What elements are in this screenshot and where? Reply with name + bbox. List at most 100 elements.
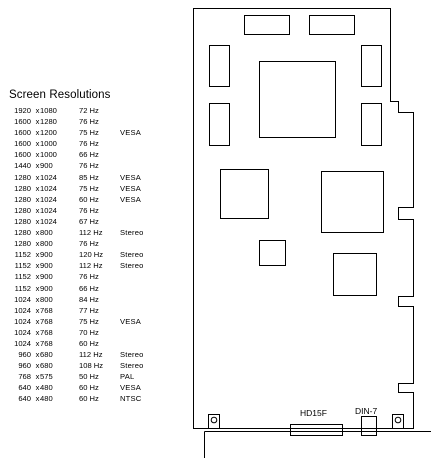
resolution-width: 1280: [14, 194, 31, 204]
resolution-height: 1280: [40, 117, 57, 127]
resolution-width: 640: [18, 394, 31, 404]
resolution-width: 1024: [14, 316, 31, 326]
refresh-rate: 76 Hz: [79, 205, 99, 215]
resolution-separator: x: [35, 117, 40, 127]
resolution-separator: x: [35, 106, 40, 115]
resolution-height: 680: [40, 350, 53, 360]
resolution-height: 900: [40, 283, 53, 293]
hd15f-label: HD15F: [300, 408, 327, 418]
resolution-width: 1600: [14, 139, 31, 149]
resolution-separator: x: [35, 228, 40, 238]
refresh-rate: 85 Hz: [79, 172, 99, 182]
video-mode: VESA: [120, 194, 142, 204]
resolution-width: 1024: [14, 338, 31, 348]
bracket-line: [204, 431, 431, 458]
refresh-rate: 84 Hz: [79, 294, 99, 304]
screw-hole-right-circle: [394, 416, 402, 424]
refresh-rate: 66 Hz: [79, 283, 99, 293]
video-mode: NTSC: [120, 394, 142, 404]
resolution-width: 1920: [14, 106, 31, 115]
resolution-height: 768: [40, 327, 53, 337]
resolution-width: 768: [18, 372, 31, 382]
resolution-height: 800: [40, 239, 53, 249]
resolution-height: 768: [40, 316, 53, 326]
refresh-rate: 75 Hz: [79, 183, 99, 193]
resolution-separator: x: [35, 338, 40, 348]
resolution-width: 1152: [14, 272, 31, 282]
resolution-height: 800: [40, 228, 53, 238]
resolution-separator: x: [35, 283, 40, 293]
hd15f-connector: [290, 424, 343, 436]
resolution-height: 1024: [40, 172, 57, 182]
refresh-rate: 77 Hz: [79, 305, 99, 315]
resolution-separator: x: [35, 172, 40, 182]
video-mode: VESA: [120, 128, 142, 138]
resolution-separator: x: [35, 161, 40, 171]
refresh-rate: 60 Hz: [79, 194, 99, 204]
resolution-height: 900: [40, 250, 53, 260]
resolution-width: 1280: [14, 205, 31, 215]
resolution-height: 480: [40, 383, 53, 393]
card-outline: [193, 8, 414, 429]
refresh-rate: 66 Hz: [79, 150, 99, 160]
resolution-separator: x: [35, 316, 40, 326]
resolution-separator: x: [35, 205, 40, 215]
resolution-height: 900: [40, 261, 53, 271]
resolution-width: 640: [18, 383, 31, 393]
refresh-rate: 67 Hz: [79, 216, 99, 226]
main-processor-chip: [259, 61, 336, 138]
resolution-height: 900: [40, 161, 53, 171]
resolution-height: 1024: [40, 194, 57, 204]
resolution-width: 1600: [14, 150, 31, 160]
refresh-rate: 70 Hz: [79, 327, 99, 337]
video-mode: Stereo: [120, 261, 144, 271]
resolution-separator: x: [35, 194, 40, 204]
resolution-separator: x: [35, 361, 40, 371]
chip-right-middle: [321, 171, 384, 233]
refresh-rate: 76 Hz: [79, 161, 99, 171]
refresh-rate: 76 Hz: [79, 139, 99, 149]
resolution-width: 1280: [14, 216, 31, 226]
video-mode: Stereo: [120, 250, 144, 260]
video-mode: Stereo: [120, 350, 144, 360]
resolution-separator: x: [35, 294, 40, 304]
chip-lower-right: [333, 253, 377, 296]
resolution-height: 1000: [40, 150, 57, 160]
resolution-separator: x: [35, 350, 40, 360]
resolution-height: 1200: [40, 128, 57, 138]
resolution-height: 480: [40, 394, 53, 404]
resolution-separator: x: [35, 372, 40, 382]
resolution-height: 575: [40, 372, 53, 382]
memory-chip-left-lower: [209, 103, 230, 146]
resolution-width: 1152: [14, 250, 31, 260]
video-mode: PAL: [120, 372, 135, 382]
resolution-separator: x: [35, 250, 40, 260]
resolution-separator: x: [35, 216, 40, 226]
resolution-height: 800: [40, 294, 53, 304]
resolution-width: 1600: [14, 117, 31, 127]
resolution-width: 960: [18, 361, 31, 371]
resolution-width: 1600: [14, 128, 31, 138]
resolution-separator: x: [35, 272, 40, 282]
resolution-width: 1024: [14, 294, 31, 304]
top-connector-left: [244, 15, 290, 35]
video-mode: VESA: [120, 172, 142, 182]
video-mode: VESA: [120, 383, 142, 393]
refresh-rate: 75 Hz: [79, 128, 99, 138]
resolution-separator: x: [35, 139, 40, 149]
resolution-height: 1080: [40, 106, 57, 115]
refresh-rate: 60 Hz: [79, 383, 99, 393]
resolution-separator: x: [35, 150, 40, 160]
resolution-height: 768: [40, 338, 53, 348]
refresh-rate: 76 Hz: [79, 239, 99, 249]
resolution-height: 768: [40, 305, 53, 315]
chip-left-middle: [220, 169, 269, 219]
memory-chip-right-lower: [361, 103, 382, 146]
resolution-width: 1152: [14, 261, 31, 271]
din7-connector: [361, 416, 377, 436]
resolution-separator: x: [35, 183, 40, 193]
refresh-rate: 75 Hz: [79, 316, 99, 326]
refresh-rate: 76 Hz: [79, 272, 99, 282]
top-connector-right: [309, 15, 355, 35]
